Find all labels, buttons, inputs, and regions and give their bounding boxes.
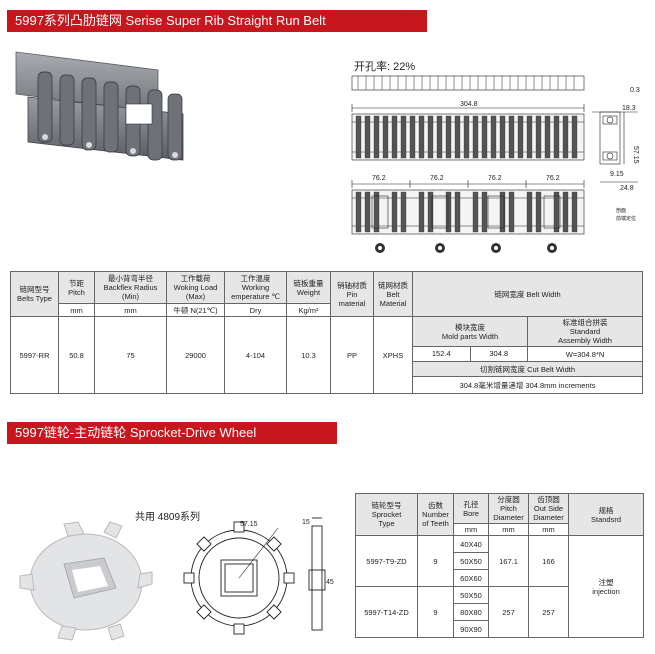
th-pitch: 节距 Pitch [58, 271, 95, 304]
section-note: 剖面 [616, 207, 626, 214]
th-sprocket-type: 链轮型号 Sprocket Type [355, 493, 418, 536]
cell-bore-1b: 50X50 [453, 552, 489, 570]
cell-od-2: 257 [528, 586, 569, 638]
unit-od: mm [528, 523, 569, 536]
cell-bore-1c: 60X60 [453, 569, 489, 587]
dim-76-2-c: 76.2 [488, 175, 502, 182]
unit-pitch: mm [58, 303, 95, 317]
th-standard-width: 标准组合拼装 Standard Assembly Width [526, 316, 644, 347]
cell-mold-2: 304.8 [489, 349, 509, 358]
th-belt-type: 链网型号 Belts Type [10, 271, 59, 317]
unit-radius: mm [94, 303, 167, 317]
cell-sprocket-type-1: 5997-T9-ZD [355, 535, 418, 587]
section-note-2: 前端定位 [616, 215, 636, 222]
cell-load: 29000 [166, 316, 225, 394]
th-temp: 工作温度 Working emperature ℃ [224, 271, 287, 304]
cell-temp: 4-104 [224, 316, 287, 394]
cell-increment: 304.8毫米增量递增 304.8mm increments [411, 376, 644, 394]
dim-76-2-d: 76.2 [546, 175, 560, 182]
cell-bore-2a: 50X50 [453, 586, 489, 604]
common-use-label: 共用 4809系列 [135, 512, 201, 523]
cell-bore-2b: 80X80 [453, 603, 489, 621]
cell-mold-widths: 152.4 304.8 [412, 346, 528, 362]
th-pitch-diameter: 分度圆 Pitch Diameter [488, 493, 529, 524]
cell-bore-2c: 90X90 [453, 620, 489, 638]
th-cut-width: 切割链网宽度 Cut Belt Width [411, 361, 644, 377]
unit-load: 牛顿 N(21℃) [166, 303, 225, 317]
th-bore: 孔径 Bore [453, 493, 489, 524]
cell-weight: 10.3 [286, 316, 331, 394]
unit-bore: mm [453, 523, 489, 536]
th-belt-width: 链网宽度 Belt Width [411, 271, 644, 317]
sprocket-spec-table: 链轮型号 Sprocket Type 齿数 Number of Teeth 孔径… [355, 493, 644, 638]
cell-standard: W=304.8*N [526, 346, 644, 362]
dim-0-3: 0.3 [630, 87, 640, 94]
dim-15: 15 [302, 519, 310, 526]
th-od: 齿顶圆 Out Side Diameter [528, 493, 569, 524]
unit-pitch-diameter: mm [488, 523, 529, 536]
cell-teeth-1: 9 [417, 535, 454, 587]
cell-belt: XPHS [373, 316, 413, 394]
th-mold-width: 模块宽度 Mold parts Width [412, 316, 528, 347]
cell-pitch-1: 167.1 [488, 535, 529, 587]
cell-pin: PP [330, 316, 374, 394]
belt-technical-drawing: 304.8 76.2 76.2 76.2 76.2 18.3 0.3 9.15 … [351, 75, 640, 253]
th-belt-material: 链网材质 Belt Material [373, 271, 413, 317]
unit-weight: Kg/m² [286, 303, 331, 317]
dim-57-15: 57.15 [632, 146, 639, 164]
th-load: 工作载荷 Woking Load (Max) [166, 271, 225, 304]
cell-sprocket-type-2: 5997-T14-ZD [355, 586, 418, 638]
cell-radius: 75 [94, 316, 167, 394]
belt-photo [8, 42, 198, 172]
dim-18-3: 18.3 [622, 105, 636, 112]
th-backflex: 最小背弯半径 Backflex Radius (Min) [94, 271, 167, 304]
section-title-belt: 5997系列凸肋链网 Serise Super Rib Straight Run… [7, 10, 427, 32]
dim-76-2-a: 76.2 [372, 175, 386, 182]
sprocket-front-drawing: 57.15 [183, 521, 295, 635]
cell-teeth-2: 9 [417, 586, 454, 638]
cell-standard-value: 注塑 injection [568, 535, 644, 638]
th-pin: 销轴材质 Pin material [330, 271, 374, 317]
th-weight: 链板重量 Weight [286, 271, 331, 304]
dim-76-2-b: 76.2 [430, 175, 444, 182]
dim-45: 45 [326, 579, 334, 586]
section-title-sprocket: 5997链轮-主动链轮 Sprocket-Drive Wheel [7, 422, 337, 444]
th-standard: 规格 Standsrd [568, 493, 644, 536]
dim-304-8: 304.8 [460, 101, 478, 108]
open-area-label: 开孔率: 22% [354, 61, 416, 73]
belt-spec-table: 链网型号 Belts Type 节距 Pitch 最小背弯半径 Backflex… [10, 271, 644, 394]
dim-9-15: 9.15 [610, 171, 624, 178]
cell-bore-1a: 40X40 [453, 535, 489, 553]
th-teeth: 齿数 Number of Teeth [417, 493, 454, 536]
dim-57-15-sprocket: 57.15 [240, 521, 258, 528]
cell-type: 5997-RR [10, 316, 59, 394]
cell-pitch-2: 257 [488, 586, 529, 638]
unit-temp: Dry [224, 303, 287, 317]
sprocket-side-drawing: 15 45 [302, 517, 334, 631]
dim-24-8: 24.8 [620, 185, 634, 192]
cell-mold-1: 152.4 [414, 347, 471, 361]
cell-od-1: 166 [528, 535, 569, 587]
sprocket-photo [19, 521, 153, 641]
cell-pitch: 50.8 [58, 316, 95, 394]
